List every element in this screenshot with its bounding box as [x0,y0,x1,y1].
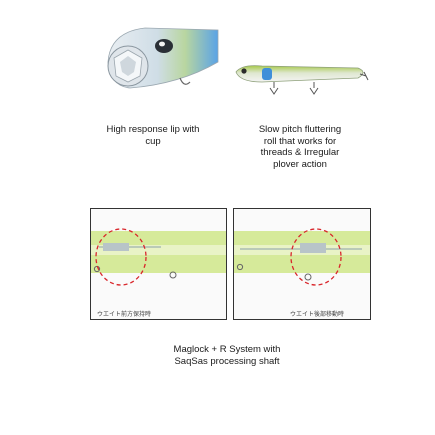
lure-head-image [100,22,220,94]
lure-cutaway-front-icon [91,231,226,279]
dashed-circle-marker-icon [290,228,342,286]
panel-weight-rear: ウエイト後部移動時 [233,208,371,320]
dashed-circle-marker-icon [95,228,147,286]
panel-label-front: ウエイト前方保持時 [97,311,152,318]
panel-label-rear: ウエイト後部移動時 [289,311,344,318]
lure-head-closeup-icon [107,27,219,89]
caption-action: Slow pitch fluttering roll that works fo… [258,124,342,170]
caption-lip: High response lip with cup [106,124,200,147]
lure-side-view-icon [235,65,369,95]
caption-system: Maglock + R System with SaqSas processin… [173,344,281,367]
panel-weight-front: ウエイト前方保持時 [90,208,227,320]
lure-side-image [232,60,372,104]
lure-cutaway-rear-icon [234,231,370,281]
